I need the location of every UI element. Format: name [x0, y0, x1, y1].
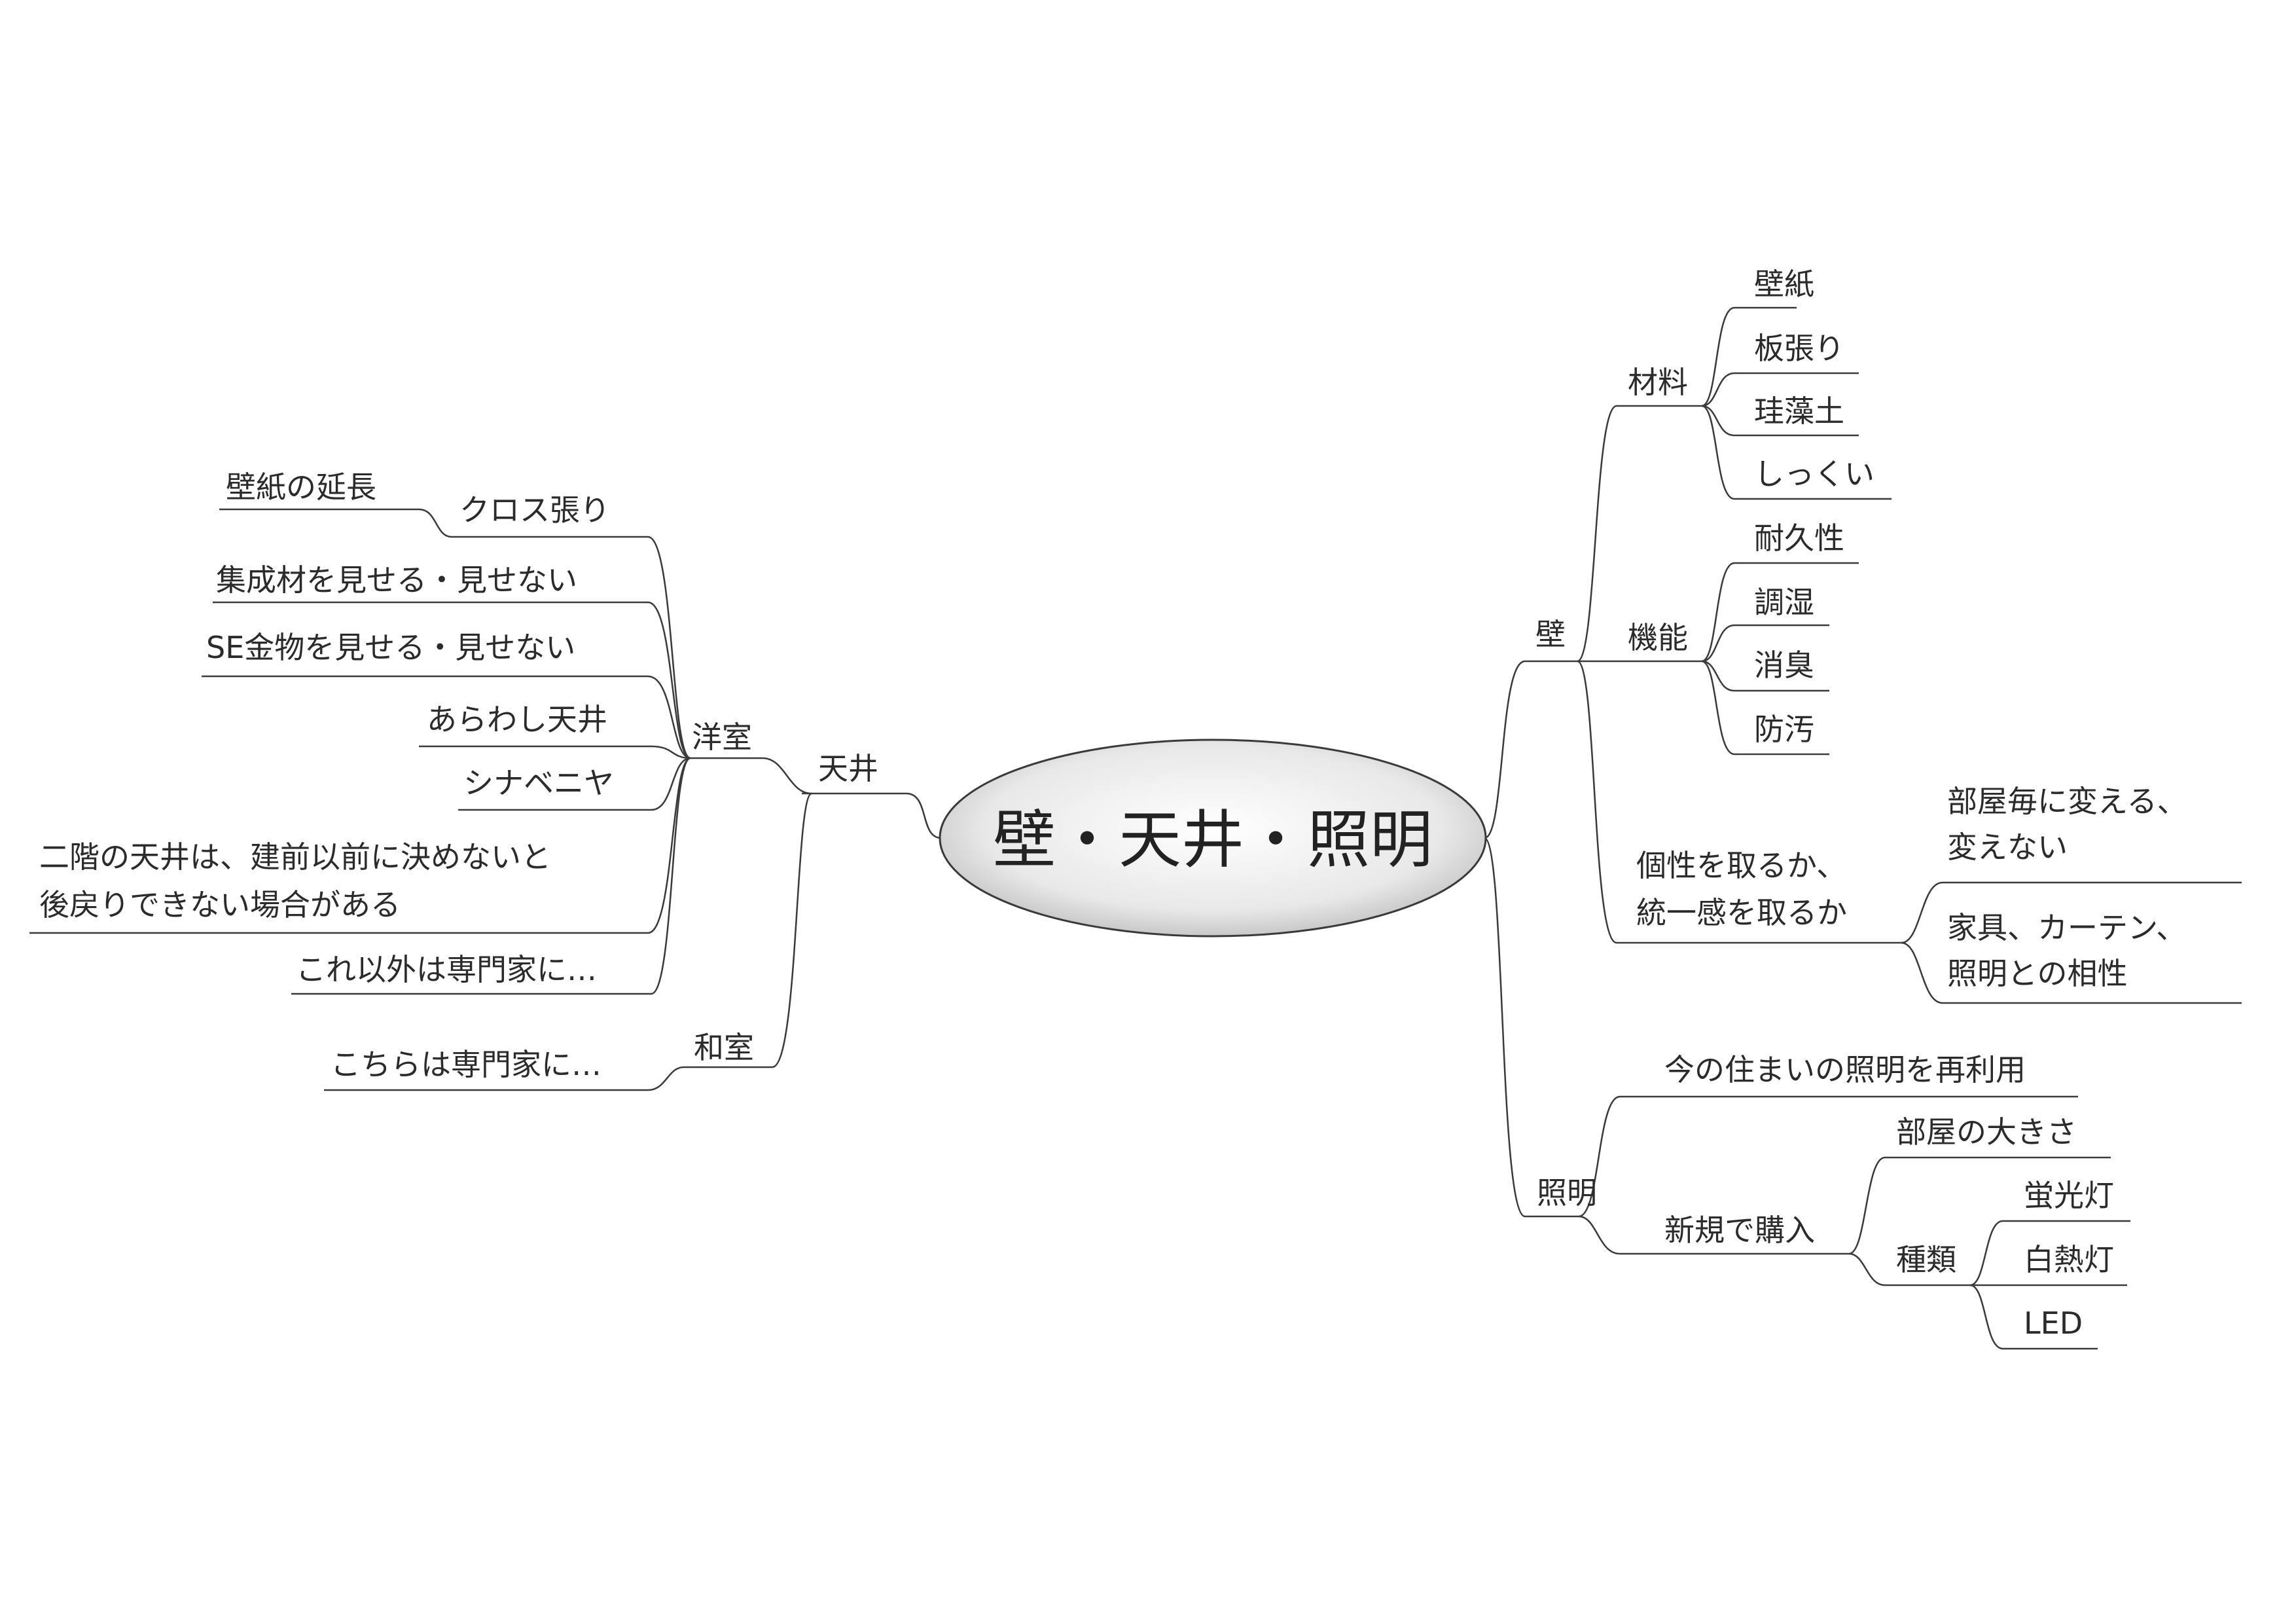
material-label: 材料 [1628, 365, 1688, 400]
linden-plywood-label: シナベニヤ [463, 765, 614, 801]
line-western-cloth [452, 536, 691, 759]
line-center-lighting [1484, 837, 1579, 1218]
line-western-exposed [419, 745, 691, 759]
line-wall-identity [1577, 660, 1901, 944]
identity-option2-line1: 家具、カーテン、 [1947, 910, 2186, 945]
lighting-branch: 照明 今の住まいの照明を再利用 新規で購入 部屋の大きさ 種類 蛍光灯 白熱灯 … [1537, 1052, 2114, 1341]
line-function-0 [1701, 562, 1859, 663]
second-floor-line2: 後戻りできない場合がある [39, 887, 401, 922]
center-node: 壁・天井・照明 [939, 739, 1487, 938]
identity-line2: 統一感を取るか [1636, 895, 1847, 930]
identity-option1-line1: 部屋毎に変える、 [1947, 784, 2187, 819]
types-label: 種類 [1896, 1242, 1956, 1277]
reuse-label: 今の住まいの照明を再利用 [1664, 1052, 2026, 1087]
japanese-label: 和室 [694, 1030, 754, 1065]
exposed-ceiling-label: あらわし天井 [427, 702, 607, 737]
show-laminated-label: 集成材を見せる・見せない [216, 562, 577, 598]
line-western-laminated [213, 601, 691, 759]
line-identity-option1 [1901, 881, 2242, 944]
line-cloth-wallpaper [219, 508, 452, 538]
function-item-2: 消臭 [1754, 647, 1814, 683]
japanese-experts-label: こちらは専門家に… [331, 1047, 601, 1082]
new-purchase-label: 新規で購入 [1664, 1213, 1815, 1248]
line-function-1 [1701, 624, 1829, 663]
line-identity-option2 [1901, 941, 2242, 1004]
line-new-roomsize [1848, 1156, 2111, 1255]
line-ceiling-western [691, 757, 812, 795]
function-item-0: 耐久性 [1754, 520, 1844, 556]
cloth-label: クロス張り [459, 492, 610, 528]
wall-label: 壁 [1535, 617, 1566, 652]
identity-line1: 個性を取るか、 [1636, 848, 1846, 883]
center-title: 壁・天井・照明 [993, 803, 1433, 877]
western-label: 洋室 [692, 720, 752, 755]
material-item-0: 壁紙 [1754, 266, 1814, 302]
connector-lines [29, 306, 2242, 1350]
material-item-1: 板張り [1754, 331, 1844, 366]
line-japanese-experts [324, 1066, 685, 1091]
cloth-wallpaper-label: 壁紙の延長 [226, 469, 376, 505]
show-se-label: SE金物を見せる・見せない [206, 630, 575, 665]
line-function-2 [1701, 660, 1829, 692]
line-wall-material [1577, 405, 1702, 663]
line-center-ceiling [802, 792, 942, 839]
material-item-2: 珪藻土 [1754, 393, 1844, 429]
function-label: 機能 [1628, 620, 1688, 655]
line-western-experts [291, 757, 691, 995]
line-material-0 [1701, 306, 1797, 407]
line-lighting-new [1578, 1215, 1849, 1255]
types-item-1: 白熱灯 [2024, 1242, 2114, 1277]
line-western-linden [458, 757, 691, 811]
identity-option2-line2: 照明との相性 [1947, 956, 2128, 991]
line-types-0 [1969, 1220, 2130, 1286]
lighting-label: 照明 [1537, 1175, 1597, 1211]
western-experts-label: これ以外は専門家に… [296, 952, 597, 987]
line-material-3 [1701, 405, 1892, 500]
material-item-3: しっくい [1754, 456, 1874, 492]
line-western-se [202, 675, 691, 759]
identity-option1-line2: 変えない [1947, 830, 2068, 865]
room-size-label: 部屋の大きさ [1896, 1114, 2077, 1150]
line-material-2 [1701, 405, 1859, 437]
types-item-2: LED [2024, 1305, 2083, 1341]
line-ceiling-japanese [684, 792, 813, 1068]
types-item-0: 蛍光灯 [2024, 1178, 2114, 1213]
line-material-1 [1701, 372, 1859, 407]
wall-branch: 壁 材料 壁紙 板張り 珪藻土 しっくい 機能 耐久性 調湿 消臭 防汚 個性を… [1535, 266, 2187, 991]
line-lighting-reuse [1578, 1095, 2078, 1218]
second-floor-line1: 二階の天井は、建前以前に決めないと [39, 839, 551, 875]
ceiling-branch: 天井 洋室 クロス張り 壁紙の延長 集成材を見せる・見せない SE金物を見せる・… [39, 469, 878, 1082]
line-types-2 [1969, 1284, 2098, 1350]
ceiling-label: 天井 [818, 751, 878, 786]
function-item-1: 調湿 [1754, 585, 1814, 620]
function-item-3: 防汚 [1754, 712, 1814, 747]
line-function-3 [1701, 660, 1829, 756]
line-western-second [29, 757, 691, 934]
center-ellipse [939, 739, 1487, 938]
line-new-types [1848, 1252, 1970, 1286]
line-center-wall [1484, 660, 1577, 839]
